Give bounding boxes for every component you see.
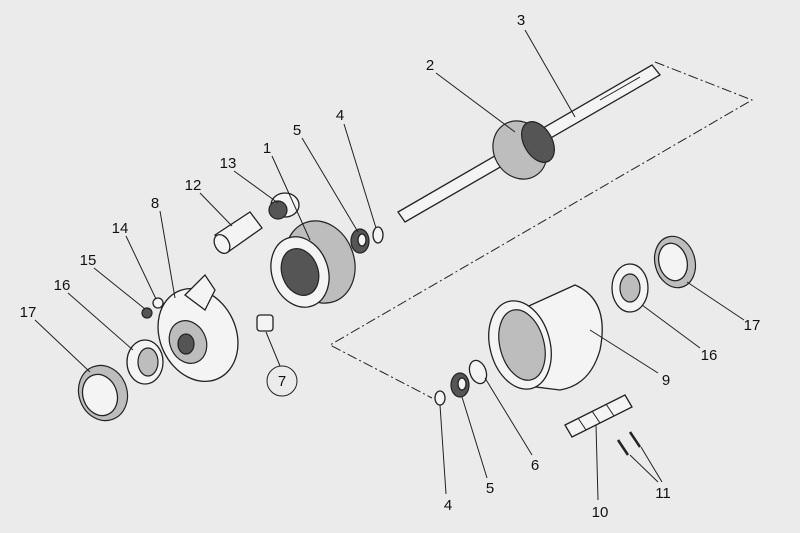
bearing-top xyxy=(350,228,370,254)
terminal-strip xyxy=(564,394,633,438)
label-6: 6 xyxy=(531,457,539,474)
callout-circle xyxy=(266,365,298,397)
retaining-ring-top xyxy=(372,226,384,244)
retaining-ring-bottom xyxy=(434,390,446,406)
label-13: 13 xyxy=(220,155,237,172)
end-housing xyxy=(157,273,239,383)
label-8: 8 xyxy=(151,195,159,212)
cylinder-pin xyxy=(213,211,263,254)
screw-nut xyxy=(141,307,153,319)
label-7: 7 xyxy=(278,373,286,390)
screw xyxy=(628,431,642,448)
sleeve xyxy=(268,192,300,220)
end-cap-left xyxy=(77,364,129,422)
leader-lines xyxy=(34,29,745,501)
label-12: 12 xyxy=(185,177,202,194)
label-10: 10 xyxy=(592,504,609,521)
label-5-bottom: 5 xyxy=(486,480,494,497)
label-15: 15 xyxy=(80,252,97,269)
seal-left xyxy=(126,339,164,385)
end-cap-right xyxy=(653,235,697,289)
label-5-top: 5 xyxy=(293,122,301,139)
label-17-right: 17 xyxy=(744,317,761,334)
label-16-right: 16 xyxy=(701,347,718,364)
label-1: 1 xyxy=(263,140,271,157)
assembly-axis-line xyxy=(328,61,754,399)
bearing-bottom xyxy=(450,372,470,398)
stator xyxy=(270,220,356,308)
seal-right xyxy=(611,263,649,313)
label-3: 3 xyxy=(517,12,525,29)
o-ring xyxy=(468,359,488,385)
nut xyxy=(256,314,274,332)
label-4-top: 4 xyxy=(336,107,344,124)
label-16-left: 16 xyxy=(54,277,71,294)
motor-housing xyxy=(488,284,603,391)
screw xyxy=(616,439,630,456)
rotor xyxy=(492,120,555,180)
label-4-bottom: 4 xyxy=(444,497,452,514)
washer xyxy=(152,297,164,309)
label-9: 9 xyxy=(662,372,670,389)
label-17-left: 17 xyxy=(20,304,37,321)
label-11: 11 xyxy=(655,485,671,502)
label-14: 14 xyxy=(112,220,129,237)
label-2: 2 xyxy=(426,57,434,74)
